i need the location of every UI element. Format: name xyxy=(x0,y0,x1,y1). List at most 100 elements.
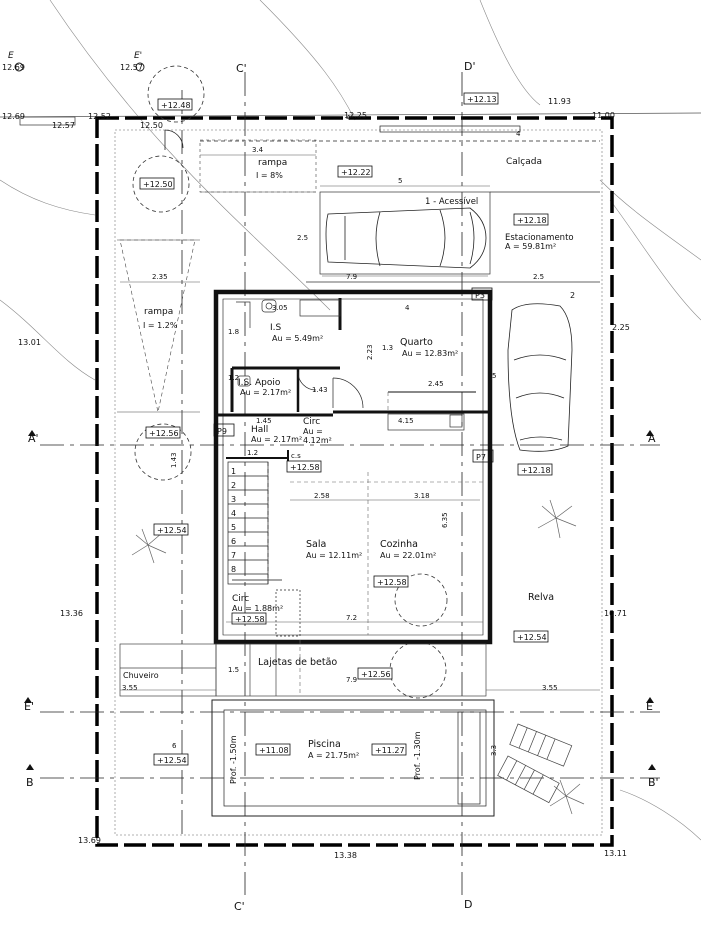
level-top-mid: 12.25 xyxy=(344,111,367,120)
room-is-label: I.S xyxy=(270,323,282,333)
dim-1-2a: 1.2 xyxy=(228,374,239,382)
section-c-top: C' xyxy=(236,62,247,75)
sun-lounger-icons xyxy=(497,723,573,804)
level-tl1: 12.69 xyxy=(2,112,25,121)
step-8: 8 xyxy=(231,565,236,574)
parking-area-value: A = 59.81m² xyxy=(505,242,556,251)
pillar-p9: P9 xyxy=(217,427,227,436)
dim-5: 5 xyxy=(398,177,402,185)
room-circ1-label: Circ xyxy=(303,417,320,427)
pool-depth-2: Prof. -1.30m xyxy=(413,731,422,780)
spot-level-3: +12.50 xyxy=(143,180,173,189)
section-e-top-left: E xyxy=(8,51,14,61)
section-lines xyxy=(40,72,660,895)
top-wall xyxy=(200,125,600,142)
dim-1-5: 1.5 xyxy=(228,666,239,674)
room-sala-label: Sala xyxy=(306,539,326,550)
dim-3-55b: 3.55 xyxy=(542,684,558,692)
level-top-far-left: 12.69 xyxy=(2,63,25,72)
ramp-left-slope: I = 1.2% xyxy=(143,321,178,330)
spot-level-boxes xyxy=(139,92,553,766)
kitchen-counter xyxy=(387,413,465,431)
spot-level-10: +12.58 xyxy=(377,578,407,587)
pool-depth-1: Prof. -1.50m xyxy=(229,735,238,784)
ramp-top-label: rampa xyxy=(258,158,287,168)
spot-level-1: +12.48 xyxy=(161,101,191,110)
spot-level-14: +11.08 xyxy=(259,746,289,755)
dim-3-05: 3.05 xyxy=(272,304,288,312)
section-a-right: A xyxy=(648,432,656,445)
level-tl4: 12.52 xyxy=(88,112,111,121)
paving-label: Lajetas de betão xyxy=(258,657,337,668)
section-e-left: E' xyxy=(24,700,34,713)
level-bottom-mid: 13.38 xyxy=(334,851,357,860)
spot-level-5: +12.18 xyxy=(517,216,547,225)
dim-4b: 4 xyxy=(405,304,410,312)
room-hall-label: Hall xyxy=(251,425,268,435)
spot-level-16: +12.54 xyxy=(157,756,187,765)
level-left-2: 13.36 xyxy=(60,609,83,618)
paving-slabs xyxy=(119,643,487,697)
dim-1-8: 1.8 xyxy=(228,328,239,336)
room-circ1-area2: 4.12m² xyxy=(303,436,332,445)
spot-level-13: +12.56 xyxy=(361,670,391,679)
room-sala-area: Au = 12.11m² xyxy=(306,551,362,560)
dim-2-23: 2.23 xyxy=(366,344,374,360)
accessible-label: 1 - Acessível xyxy=(425,197,478,207)
pool-label: Piscina xyxy=(308,739,341,750)
spot-level-15: +11.27 xyxy=(375,746,405,755)
dim-1-43b: 1.43 xyxy=(170,452,178,468)
spot-level-7: +12.58 xyxy=(290,463,320,472)
room-circ2-area: Au = 1.88m² xyxy=(232,604,283,613)
section-a-left: A' xyxy=(28,432,39,445)
dim-3-55a: 3.55 xyxy=(122,684,138,692)
step-4: 4 xyxy=(231,509,236,518)
dim-1-43: 1.43 xyxy=(312,386,328,394)
level-tl3: 12.57 xyxy=(120,63,143,72)
dim-6-35: 6.35 xyxy=(441,512,449,528)
room-is-apoio-area: Au = 2.17m² xyxy=(240,388,291,397)
house-walls xyxy=(213,289,493,645)
room-hall-area: Au = 2.17m² xyxy=(251,435,302,444)
dim-7-9b: 7.9 xyxy=(346,676,357,684)
site-boundary xyxy=(0,112,701,847)
pillar-p7: P7 xyxy=(476,453,486,462)
dim-3-4: 3.4 xyxy=(252,146,264,154)
ramp-top xyxy=(199,139,317,193)
dim-6: 6 xyxy=(172,742,177,750)
level-bottom-left: 13.69 xyxy=(78,836,101,845)
room-cozinha-label: Cozinha xyxy=(380,539,418,550)
step-3: 3 xyxy=(231,495,236,504)
spot-level-11: +12.58 xyxy=(235,615,265,624)
section-b-right: B' xyxy=(648,776,659,789)
level-left-1: 13.01 xyxy=(18,338,41,347)
dim-5b: 5 xyxy=(492,372,496,380)
section-e-top-mid: E' xyxy=(134,51,142,61)
palm-icons xyxy=(131,499,585,815)
step-7: 7 xyxy=(231,551,236,560)
pool-area: A = 21.75m² xyxy=(308,751,359,760)
dim-4c: 4 xyxy=(346,114,351,122)
room-is-area: Au = 5.49m² xyxy=(272,334,323,343)
spot-level-9: +12.54 xyxy=(157,526,187,535)
level-right-2: 10.71 xyxy=(604,609,627,618)
level-tl2: 12.57 xyxy=(52,121,75,130)
dim-4a: 4 xyxy=(516,130,521,138)
bathroom-fixtures xyxy=(236,299,341,387)
ramp-left-label: rampa xyxy=(144,307,173,317)
section-d-top: D' xyxy=(464,60,476,73)
parking-area xyxy=(306,191,600,283)
room-cozinha-area: Au = 22.01m² xyxy=(380,551,436,560)
car-1-icon xyxy=(325,207,487,269)
dim-7-2: 7.2 xyxy=(346,614,357,622)
space-2-label: 2 xyxy=(570,291,575,300)
step-1: 1 xyxy=(231,467,236,476)
dim-2-45: 2.45 xyxy=(428,380,444,388)
relva-label: Relva xyxy=(528,592,554,603)
pillar-markers xyxy=(213,287,494,463)
step-6: 6 xyxy=(231,537,236,546)
room-quarto-area: Au = 12.83m² xyxy=(402,349,458,358)
dim-3-18: 3.18 xyxy=(414,492,430,500)
section-b-left: B xyxy=(26,776,34,789)
